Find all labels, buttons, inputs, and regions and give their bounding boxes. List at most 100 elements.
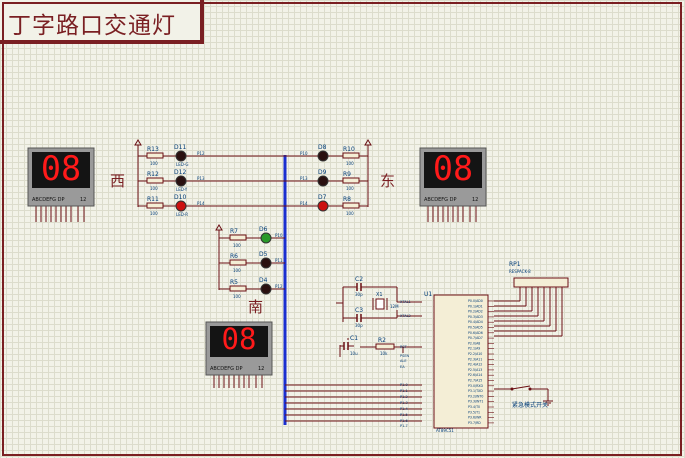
mcu-right-pin-4: P0.4/AD4 xyxy=(468,320,483,324)
mcu-body[interactable] xyxy=(433,294,489,429)
mcu-right-pin-12: P2.4/A12 xyxy=(468,363,482,367)
resistor-value-R9: 100 xyxy=(346,186,354,191)
resistor-value-R13: 100 xyxy=(150,161,158,166)
mcu-right-pin-20: P3.4/T0 xyxy=(468,405,480,409)
mcu-right-pin-13: P2.5/A13 xyxy=(468,368,482,372)
mcu-right-pin-9: P2.1/A9 xyxy=(468,347,480,351)
mcu-right-pin-22: P3.6/WR xyxy=(468,416,482,420)
net-label-west-2: P14 xyxy=(197,201,205,206)
resistor-value-R10: 100 xyxy=(346,161,354,166)
led-D6[interactable] xyxy=(260,232,272,244)
net-label-south-2: P12 xyxy=(275,284,283,289)
display-south-digits: 08 xyxy=(222,322,257,356)
mcu-right-pin-2: P0.2/AD2 xyxy=(468,310,483,314)
led-ref-D11: D11 xyxy=(174,144,186,151)
led-ref-D5: D5 xyxy=(259,251,268,258)
display-east-pin-count: 12 xyxy=(472,197,478,203)
resistor-R11[interactable] xyxy=(146,202,164,209)
capacitor-c3-value: 30p xyxy=(355,323,363,328)
resistor-R12[interactable] xyxy=(146,177,164,184)
net-label-west-0: P12 xyxy=(197,151,205,156)
resistor-R13[interactable] xyxy=(146,152,164,159)
switch-symbol[interactable] xyxy=(510,385,532,391)
led-D9[interactable] xyxy=(317,175,329,187)
ground-symbol xyxy=(543,400,553,406)
led-type-D11: LED-G xyxy=(176,162,189,167)
mcu-left-pin-6: P1.0 xyxy=(400,383,408,387)
capacitor-c1-ref: C1 xyxy=(350,335,358,342)
mcu-right-pin-18: P3.2/INT0 xyxy=(468,394,483,398)
resistor-ref-R6: R6 xyxy=(230,253,238,260)
led-D11[interactable] xyxy=(175,150,187,162)
display-west-pin-count: 12 xyxy=(80,197,86,203)
mcu-left-pin-2: RST xyxy=(400,345,408,349)
resistor-R9[interactable] xyxy=(342,177,360,184)
mcu-right-pin-6: P0.6/AD6 xyxy=(468,331,483,335)
display-south-pin-labels: ABCDEFG DP xyxy=(210,366,242,372)
resistor-R7[interactable] xyxy=(229,234,247,241)
oscillator-wiring xyxy=(336,286,422,357)
direction-east-label: 东 xyxy=(380,172,395,190)
mcu-right-pin-14: P2.6/A14 xyxy=(468,373,482,377)
r2-value: 10k xyxy=(380,351,388,356)
mcu-left-pin-8: P1.2 xyxy=(400,395,408,399)
mcu-left-pin-5: EA xyxy=(400,365,405,369)
mcu-right-pin-11: P2.3/A11 xyxy=(468,357,482,361)
resistor-ref-R7: R7 xyxy=(230,228,238,235)
emergency-switch-label: 紧急模式开关 xyxy=(512,401,548,409)
mcu-right-pin-3: P0.3/AD3 xyxy=(468,315,483,319)
mcu-right-pin-8: P2.0/A8 xyxy=(468,341,480,345)
mcu-right-pin-1: P0.1/AD1 xyxy=(468,304,483,308)
display-west-screen xyxy=(32,152,90,188)
led-D4[interactable] xyxy=(260,283,272,295)
mcu-right-pin-16: P3.0/RXD xyxy=(468,384,483,388)
net-label-east-2: P14 xyxy=(300,201,308,206)
display-east-pin-labels: ABCDEFG DP xyxy=(424,197,456,203)
led-D7[interactable] xyxy=(317,200,329,212)
capacitor-leads xyxy=(340,286,366,347)
title-box: 丁字路口交通灯 xyxy=(0,0,204,44)
mcu-right-pin-10: P2.2/A10 xyxy=(468,352,482,356)
resistor-R6[interactable] xyxy=(229,259,247,266)
display-west-pin-labels: ABCDEFG DP xyxy=(32,197,64,203)
r2-ref: R2 xyxy=(378,337,386,344)
led-D5[interactable] xyxy=(260,257,272,269)
r2-resistor[interactable] xyxy=(375,343,395,350)
resistor-ref-R12: R12 xyxy=(147,171,159,178)
net-label-south-1: P11 xyxy=(275,258,283,263)
mcu-left-pin-10: P1.4 xyxy=(400,407,408,411)
crystal-symbol[interactable] xyxy=(375,298,385,310)
capacitor-c2-value: 30p xyxy=(355,292,363,297)
resistor-ref-R5: R5 xyxy=(230,279,238,286)
net-label-east-0: P10 xyxy=(300,151,308,156)
rp1-value: RESPACK-8 xyxy=(509,269,531,274)
led-ref-D7: D7 xyxy=(318,194,327,201)
capacitor-c1-value: 10u xyxy=(350,351,358,356)
led-D8[interactable] xyxy=(317,150,329,162)
led-ref-D4: D4 xyxy=(259,277,268,284)
led-D10[interactable] xyxy=(175,200,187,212)
resistor-value-R12: 100 xyxy=(150,186,158,191)
mcu-left-pin-4: ALE xyxy=(400,359,407,363)
display-west-digits: 08 xyxy=(41,149,81,188)
south-power-symbol xyxy=(215,224,223,231)
mcu-right-pin-21: P3.5/T1 xyxy=(468,410,480,414)
resistor-R10[interactable] xyxy=(342,152,360,159)
rp1-ref: RP1 xyxy=(509,261,521,268)
rp1-resistor-pack[interactable] xyxy=(513,277,569,288)
direction-south-label: 南 xyxy=(248,298,263,316)
led-ref-D9: D9 xyxy=(318,169,327,176)
resistor-R8[interactable] xyxy=(342,202,360,209)
resistor-R5[interactable] xyxy=(229,285,247,292)
led-D12[interactable] xyxy=(175,175,187,187)
mcu-right-pin-0: P0.0/AD0 xyxy=(468,299,483,303)
mcu-part-number: AT89C51 xyxy=(436,428,454,433)
display-south-pin-count: 12 xyxy=(258,366,264,372)
net-label-west-1: P13 xyxy=(197,176,205,181)
